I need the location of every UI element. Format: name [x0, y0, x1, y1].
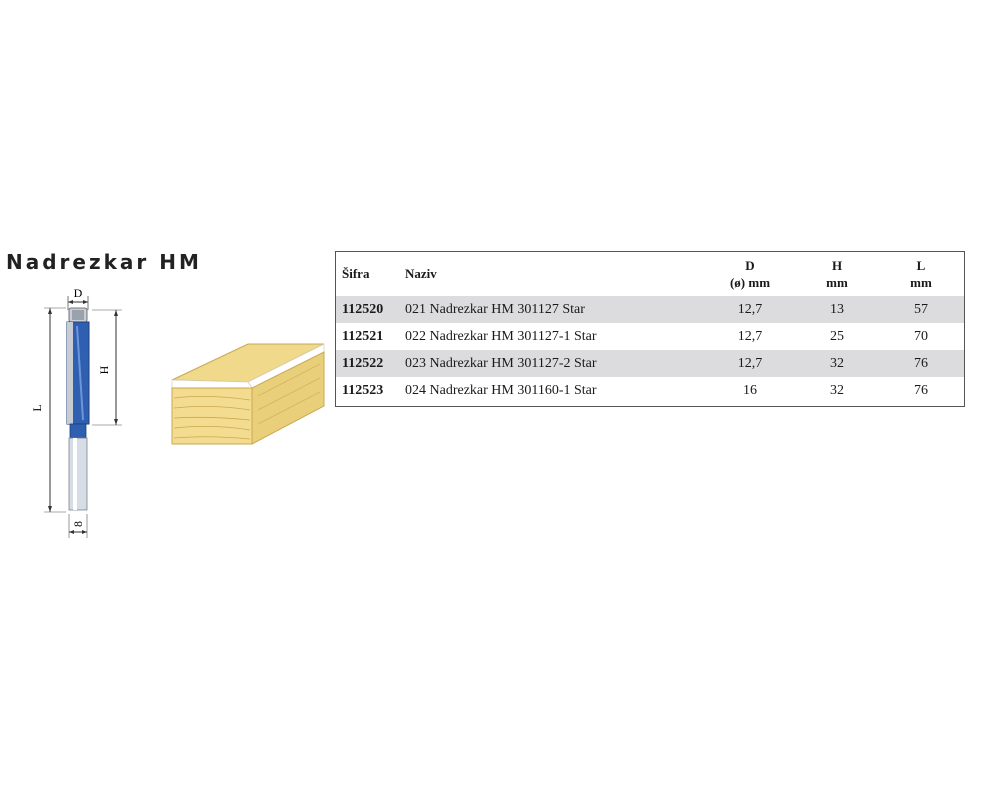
table-row: 112520 021 Nadrezkar HM 301127 Star 12,7… — [336, 296, 964, 323]
header-l-top: L — [916, 258, 926, 273]
cell-l: 70 — [914, 328, 928, 344]
header-name: Naziv — [405, 266, 437, 281]
header-h: H mm — [796, 252, 878, 296]
dimension-label-l: L — [30, 404, 44, 411]
cell-code: 112521 — [342, 328, 384, 344]
dimension-label-h: H — [97, 365, 111, 374]
table-header-row: Šifra Naziv D (ø) mm H mm L mm — [336, 252, 964, 296]
header-d-bottom: (ø) mm — [729, 275, 771, 290]
wood-block-illustration — [171, 343, 325, 445]
cell-name: 024 Nadrezkar HM 301160-1 Star — [405, 382, 597, 398]
header-d: D (ø) mm — [704, 252, 796, 296]
cell-name: 021 Nadrezkar HM 301127 Star — [405, 301, 585, 317]
cell-code: 112523 — [342, 382, 384, 398]
header-h-bottom: mm — [826, 275, 848, 290]
cell-h: 32 — [830, 382, 844, 398]
cell-h: 13 — [830, 301, 844, 317]
product-table: Šifra Naziv D (ø) mm H mm L mm 112520 — [335, 251, 965, 407]
dimension-label-shank: 8 — [71, 521, 85, 527]
page-title: Nadrezkar HM — [6, 250, 202, 274]
header-code: Šifra — [342, 266, 370, 281]
router-bit-diagram: D H L 8 — [30, 286, 122, 538]
cell-l: 57 — [914, 301, 928, 317]
cell-d: 12,7 — [737, 328, 763, 344]
cell-d: 12,7 — [737, 301, 763, 317]
table-row: 112523 024 Nadrezkar HM 301160-1 Star 16… — [336, 377, 964, 404]
cell-code: 112520 — [342, 301, 384, 317]
dimension-label-d: D — [74, 286, 83, 300]
table-row: 112521 022 Nadrezkar HM 301127-1 Star 12… — [336, 323, 964, 350]
header-d-top: D — [745, 258, 755, 273]
header-l: L mm — [878, 252, 964, 296]
cell-code: 112522 — [342, 355, 384, 371]
header-h-top: H — [831, 258, 843, 273]
cell-d: 12,7 — [737, 355, 763, 371]
cell-name: 023 Nadrezkar HM 301127-2 Star — [405, 355, 597, 371]
cell-h: 32 — [830, 355, 844, 371]
cell-h: 25 — [830, 328, 844, 344]
header-l-bottom: mm — [910, 275, 932, 290]
cell-l: 76 — [914, 382, 928, 398]
cell-name: 022 Nadrezkar HM 301127-1 Star — [405, 328, 597, 344]
cell-l: 76 — [914, 355, 928, 371]
table-row: 112522 023 Nadrezkar HM 301127-2 Star 12… — [336, 350, 964, 377]
cell-d: 16 — [743, 382, 757, 398]
